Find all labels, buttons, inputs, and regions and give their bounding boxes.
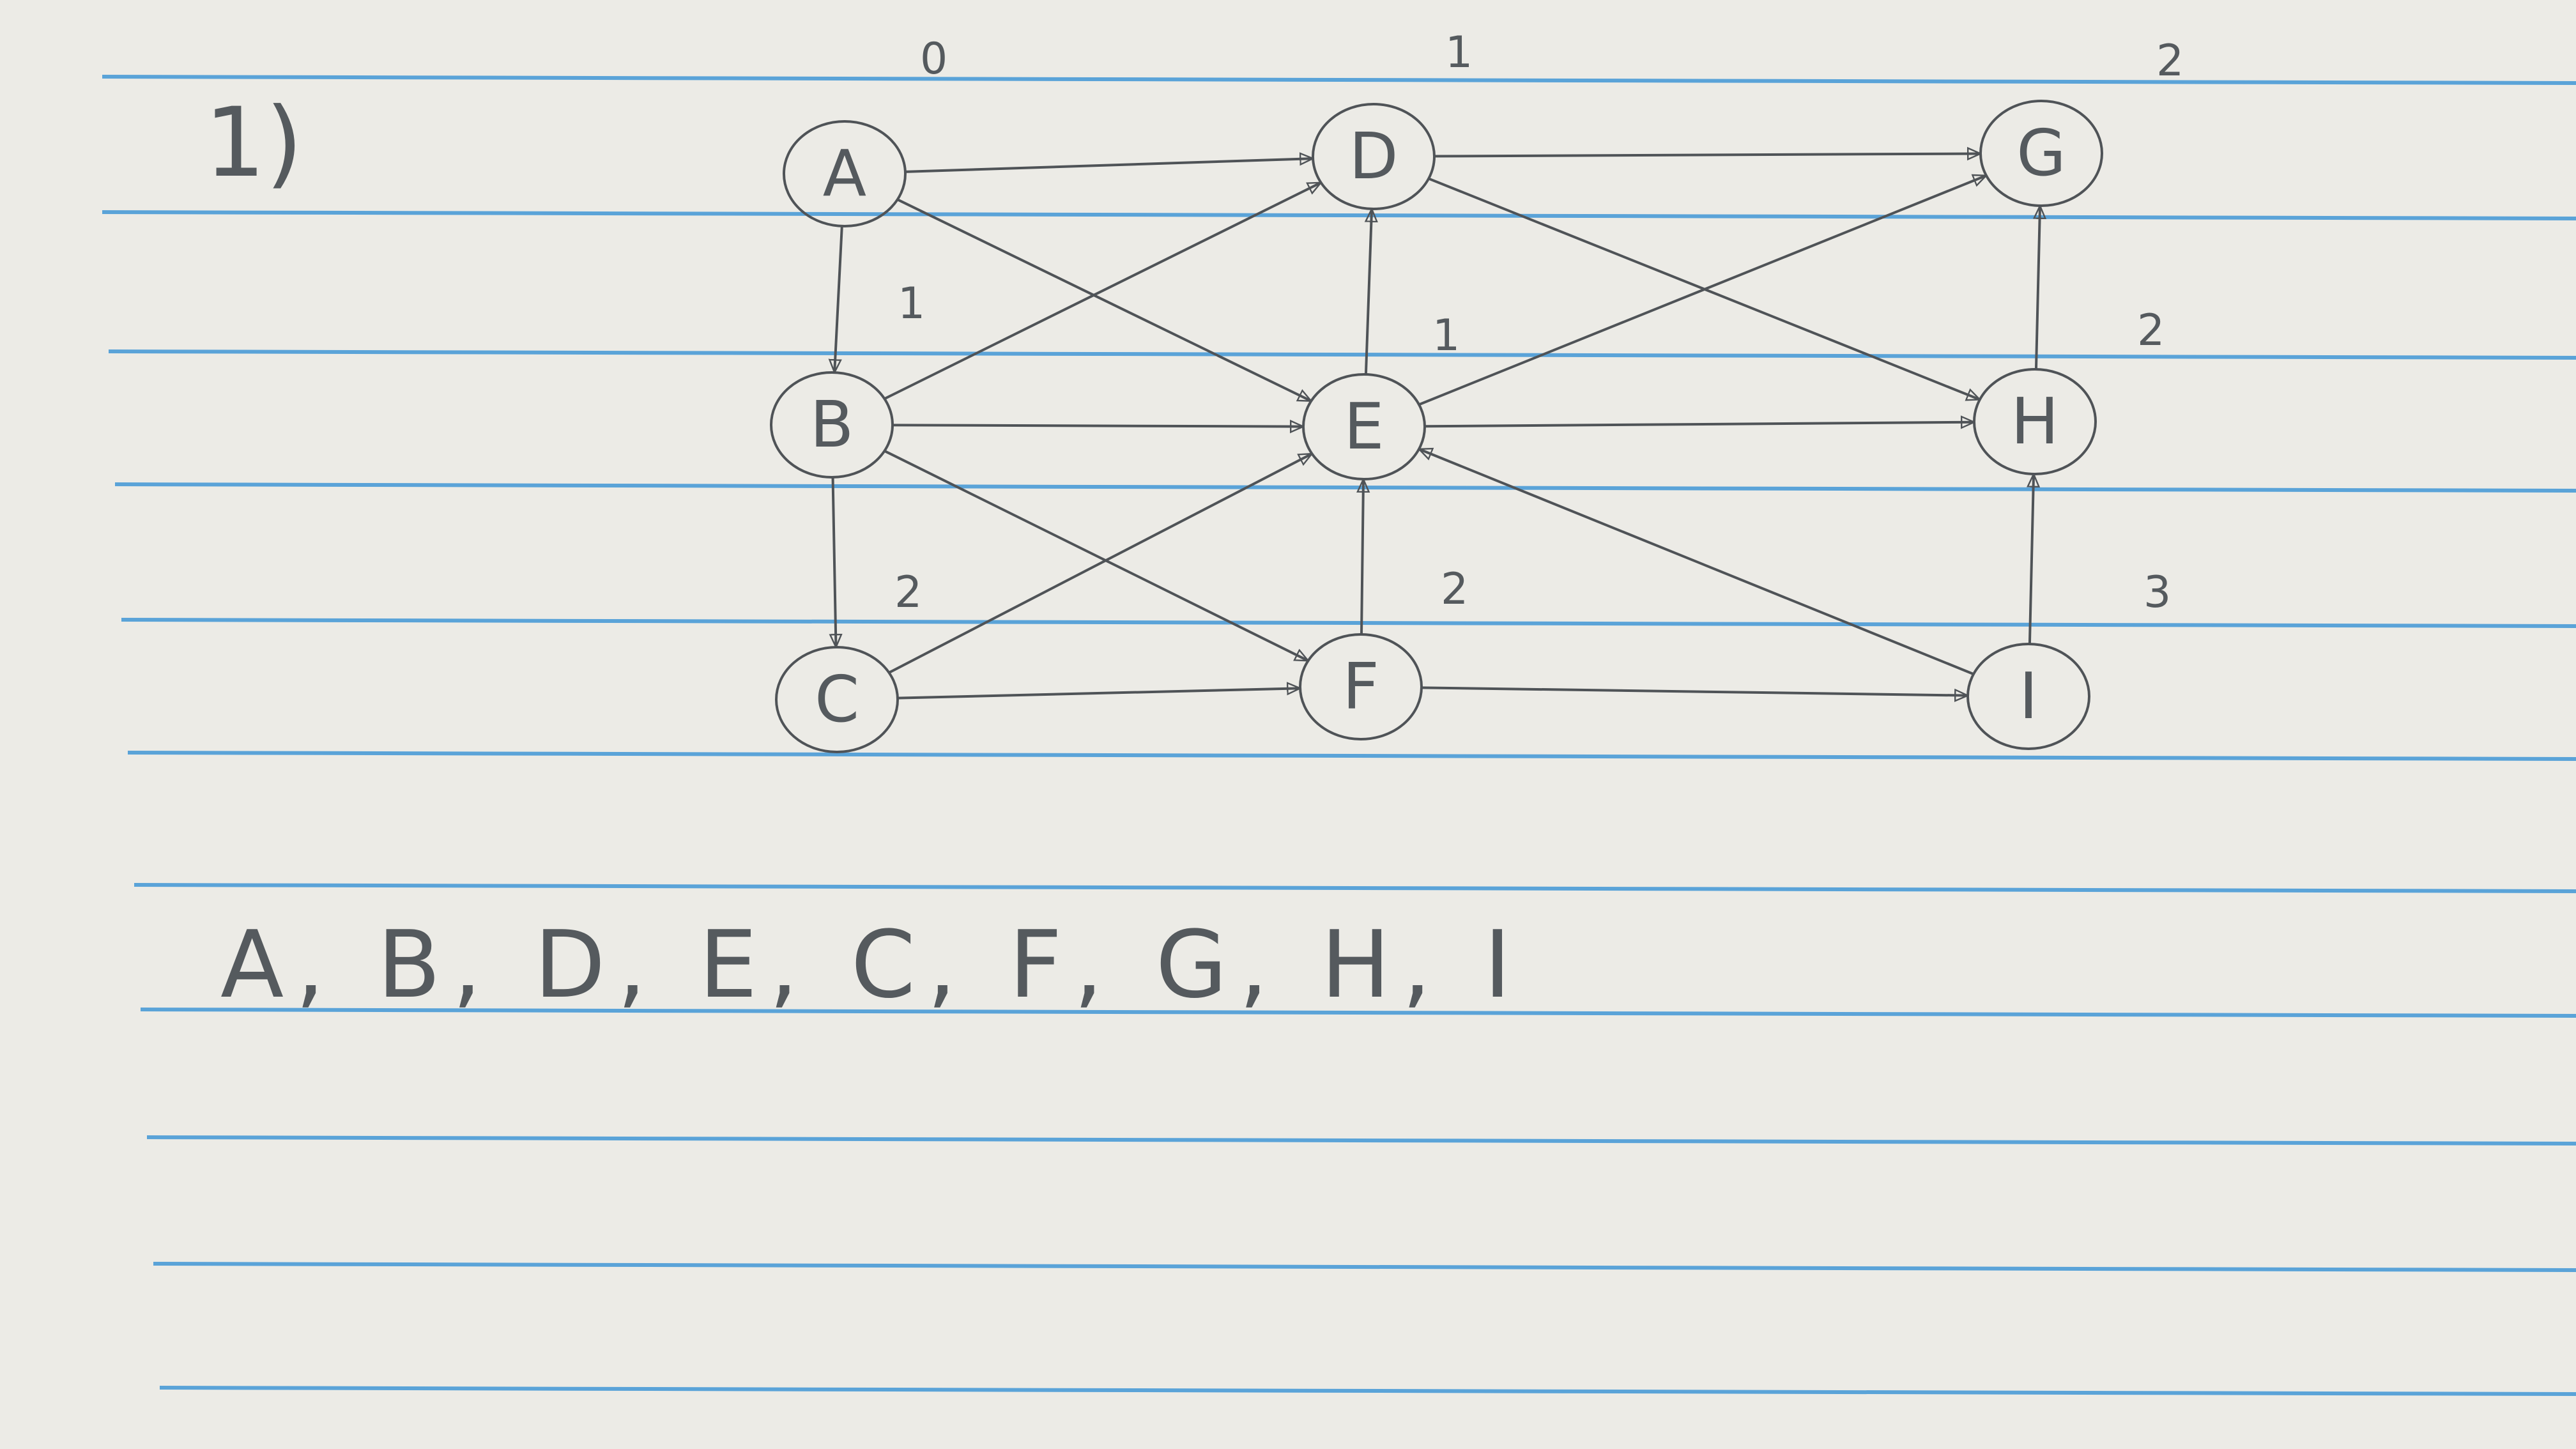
traversal-answer: A, B, D, E, C, F, G, H, I xyxy=(220,911,1522,1019)
edge-a-b xyxy=(834,226,843,372)
edge-h-g xyxy=(2036,206,2040,370)
edge-b-e xyxy=(892,425,1303,426)
node-c: C xyxy=(775,646,899,753)
node-label: I xyxy=(2019,659,2038,733)
node-e: E xyxy=(1302,373,1426,480)
graph-edges xyxy=(833,153,2041,698)
ruled-lines xyxy=(102,75,2576,1396)
node-order-labels: 0 1 2 1 1 2 2 2 3 xyxy=(894,27,2184,618)
node-g: G xyxy=(1979,100,2103,207)
node-d: D xyxy=(1312,103,1436,210)
problem-number: 1) xyxy=(204,88,303,199)
edge-a-d xyxy=(905,158,1313,173)
order-label-b: 1 xyxy=(898,279,925,329)
node-label: B xyxy=(810,387,854,462)
node-circle xyxy=(1299,633,1423,740)
order-label-g: 2 xyxy=(2156,36,2184,86)
node-circle xyxy=(1966,643,2090,750)
node-label: C xyxy=(815,662,859,737)
edge-b-d xyxy=(884,181,1321,400)
node-label: E xyxy=(1344,389,1384,464)
edge-c-f xyxy=(897,688,1300,700)
edge-d-g xyxy=(1434,153,1981,156)
order-label-f: 2 xyxy=(1441,564,1468,615)
order-label-h: 2 xyxy=(2137,305,2165,356)
node-circle xyxy=(1302,373,1426,480)
edge-b-c xyxy=(833,477,836,647)
edge-i-h xyxy=(2030,474,2034,645)
node-label: G xyxy=(2016,116,2066,190)
edge-a-e xyxy=(896,198,1312,402)
node-label: A xyxy=(823,136,866,211)
node-label: H xyxy=(2011,384,2058,459)
edge-e-g xyxy=(1418,176,1986,406)
node-a: A xyxy=(783,120,907,227)
edge-i-e xyxy=(1419,449,1974,675)
node-label: F xyxy=(1342,649,1379,724)
graph-nodes: A D G B E H C F I xyxy=(770,100,2103,753)
node-circle xyxy=(1973,368,2097,475)
node-label: D xyxy=(1349,119,1398,194)
node-circle xyxy=(770,371,894,479)
node-f: F xyxy=(1299,633,1423,740)
node-circle xyxy=(1979,100,2103,207)
node-i: I xyxy=(1966,643,2090,750)
order-label-i: 3 xyxy=(2143,567,2171,618)
edge-f-i xyxy=(1421,686,1968,695)
edge-b-f xyxy=(884,450,1308,662)
order-label-c: 2 xyxy=(894,567,922,618)
order-label-d: 1 xyxy=(1445,27,1473,78)
node-h: H xyxy=(1973,368,2097,475)
edge-c-e xyxy=(888,452,1312,674)
order-label-e: 1 xyxy=(1432,310,1460,361)
edge-e-h xyxy=(1424,422,1974,427)
node-circle xyxy=(1312,103,1436,210)
order-label-a: 0 xyxy=(920,34,947,84)
node-circle xyxy=(775,646,899,753)
edge-e-d xyxy=(1366,209,1372,375)
edge-f-e xyxy=(1361,479,1363,635)
node-circle xyxy=(783,120,907,227)
node-b: B xyxy=(770,371,894,479)
